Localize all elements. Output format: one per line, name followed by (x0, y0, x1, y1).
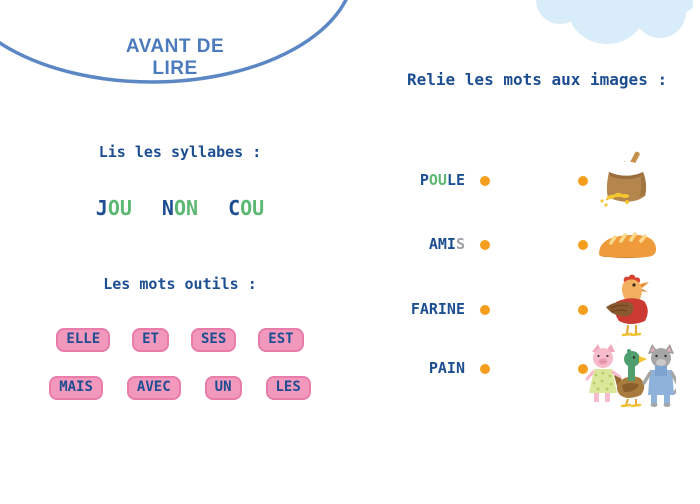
syllable-onset: N (161, 196, 174, 220)
matching-instruction: Relie les mots aux images : (407, 70, 668, 89)
image-connector-dot[interactable] (578, 364, 588, 374)
word-connector-dot[interactable] (480, 240, 490, 250)
word-connector-dot[interactable] (480, 305, 490, 315)
match-word-poule: POULE (330, 173, 465, 188)
word-connector-dot[interactable] (480, 176, 490, 186)
mot-outil-pill-est: EST (258, 328, 304, 352)
mots-outils-title: Les mots outils : (103, 275, 257, 293)
image-connector-dot[interactable] (578, 176, 588, 186)
syllable-onset: C (228, 196, 241, 220)
syllables-row: JOU NON COU (40, 196, 320, 220)
mot-outil-pill-mais: MAIS (49, 376, 103, 400)
mot-outil-pill-et: ET (132, 328, 169, 352)
cat (642, 344, 676, 407)
header-arc-decoration (0, 0, 348, 84)
syllable-non: NON (162, 196, 198, 220)
word-part: AMI (428, 235, 456, 253)
image-connector-dot[interactable] (578, 305, 588, 315)
syllable-cou: COU (228, 196, 264, 220)
mot-outil-pill-ses: SES (190, 328, 237, 352)
duck (614, 349, 647, 408)
pig (585, 344, 622, 402)
page-title: AVANT DE LIRE (125, 36, 225, 79)
mot-outil-pill-un: UN (204, 376, 242, 400)
flour-sack-image (600, 151, 647, 207)
word-part: FARINE (410, 300, 465, 318)
word-connector-dot[interactable] (480, 364, 490, 374)
hen-image (606, 274, 649, 337)
word-part: LE (446, 171, 465, 189)
word-part: PAIN (428, 359, 465, 377)
match-word-pain: PAIN (330, 361, 465, 376)
syllables-title: Lis les syllabes : (98, 143, 262, 161)
syllable-rime: OU (240, 196, 265, 220)
bread-loaf-image (599, 232, 657, 259)
match-word-amis: AMIS (330, 237, 465, 252)
syllable-rime: ON (173, 196, 199, 220)
syllable-rime: OU (107, 196, 132, 220)
mot-outil-pill-avec: AVEC (126, 376, 181, 400)
mots-outils-row-2: MAIS AVEC UN LES (40, 376, 320, 400)
word-part: P (419, 171, 429, 189)
word-part: OU (428, 171, 447, 189)
mot-outil-pill-elle: ELLE (56, 328, 111, 352)
cloud-decoration (536, 0, 693, 44)
word-part-silent-letter: S (455, 235, 465, 253)
syllable-jou: JOU (96, 196, 132, 220)
match-word-farine: FARINE (330, 302, 465, 317)
mot-outil-pill-les: LES (265, 376, 311, 400)
mots-outils-row-1: ELLE ET SES EST (40, 328, 320, 352)
syllable-onset: J (95, 196, 108, 220)
pig-duck-cat-image (585, 344, 676, 408)
image-connector-dot[interactable] (578, 240, 588, 250)
